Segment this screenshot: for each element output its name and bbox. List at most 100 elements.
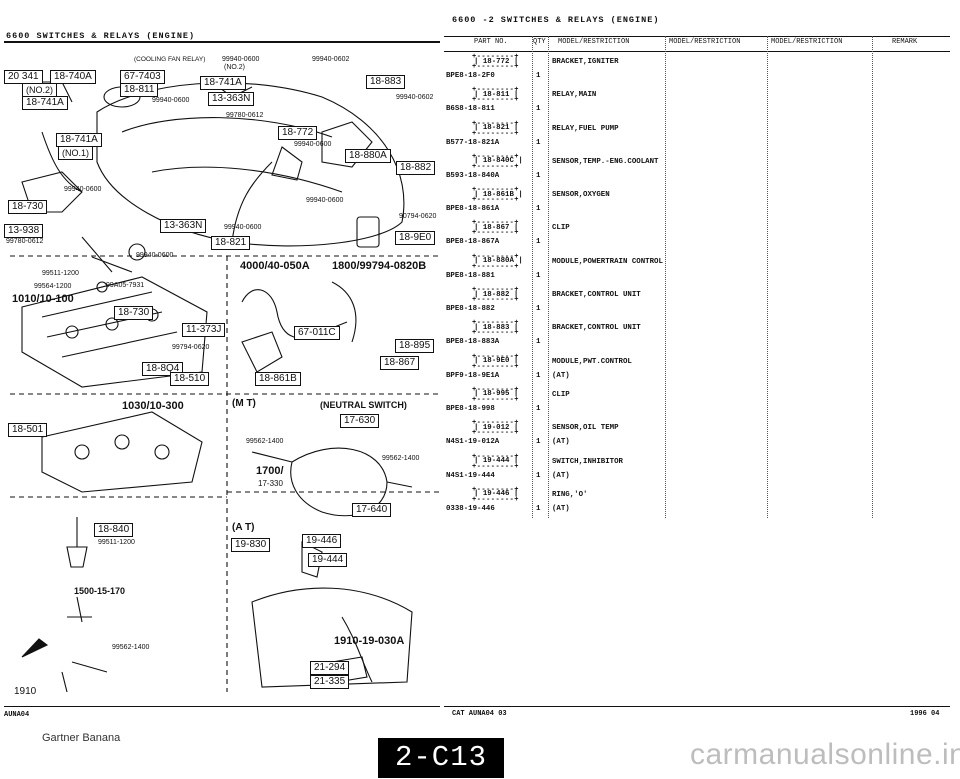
diagram-label: 99940-0600: [306, 197, 344, 204]
part-number-frame: +--------+: [472, 329, 520, 338]
code-box: 19-446: [302, 534, 342, 548]
code-box: 18-741A: [22, 96, 68, 110]
catalog-number: BPE8-18-2F0: [446, 72, 495, 80]
table-row: +--------+| 18-811 |+--------+B6S8-18-81…: [444, 85, 950, 118]
table-footer-left: CAT AUNA04 03: [452, 710, 507, 718]
catalog-number: N4S1-19-444: [446, 471, 495, 480]
part-number-frame: +--------+: [472, 419, 520, 428]
table-row: +--------+| 18-9E0 |+--------+BPF9-18-9E…: [444, 352, 950, 385]
catalog-number: BPE8-18-861A: [446, 205, 500, 214]
code-box: 18-9E0: [395, 231, 436, 245]
table-row: +--------+| 18-880A |+--------+BPE8-18-8…: [444, 252, 950, 285]
code-box: 18-861B: [255, 372, 301, 386]
diagram-label: (NO.2): [224, 64, 245, 71]
part-number: | 19-446 |: [474, 490, 519, 499]
code-box: 21-335: [310, 675, 350, 689]
code-box: 18-821: [211, 236, 251, 250]
part-number-frame: +--------+: [472, 129, 520, 138]
part-name: BRACKET,IGNITER: [552, 58, 619, 66]
diagram-label: 99562-1400: [382, 455, 420, 462]
diagram-label: 99562-1400: [246, 438, 284, 445]
table-row: +--------+| 18-772 |+--------+BPE8-18-2F…: [444, 52, 950, 85]
code-box: (NO.2): [22, 83, 57, 97]
part-number-frame: +--------+: [472, 429, 520, 438]
quantity: 1: [536, 305, 541, 314]
code-box: 18-840: [94, 523, 134, 537]
quantity: 1: [536, 504, 541, 513]
part-name: SENSOR,OXYGEN: [552, 191, 610, 200]
code-box: 18-880A: [345, 149, 391, 163]
col-divider: [665, 36, 666, 519]
code-box: 18-501: [8, 423, 48, 437]
part-number-frame: +--------+: [472, 86, 520, 95]
table-row: +--------+| 19-444 |+--------+N4S1-19-44…: [444, 452, 950, 485]
part-number-frame: +--------+: [472, 229, 520, 238]
code-box: 18-867: [380, 356, 420, 370]
catalog-number: BPF9-18-9E1A: [446, 371, 500, 380]
code-box: 18-772: [278, 126, 318, 140]
footer-rule-right: [444, 706, 950, 707]
restriction-note: (AT): [552, 504, 570, 513]
diagram-label: 99940-0600: [152, 97, 190, 104]
diagram-label: 99940-0602: [396, 94, 434, 101]
part-name: SENSOR,TEMP.-ENG.COOLANT: [552, 157, 659, 166]
part-number: | 19-012 |: [474, 423, 519, 432]
code-box: 18-895: [395, 339, 435, 353]
code-box: 18-811: [120, 83, 159, 97]
restriction-note: (AT): [552, 471, 570, 480]
part-number: | 19-444 |: [474, 457, 519, 466]
col-header: REMARK: [892, 38, 918, 46]
code-box: 18-740A: [50, 70, 96, 84]
diagram-label: 99940-0600: [222, 56, 260, 63]
diagram-label: 99511-1200: [42, 270, 79, 277]
code-box: 18-741A: [56, 133, 102, 147]
part-number-frame: +--------+: [472, 485, 520, 494]
part-number: | 18-882 |: [474, 290, 519, 299]
part-number-frame: +--------+: [472, 63, 520, 71]
table-row: +--------+| 18-882 |+--------+BPE8-18-88…: [444, 285, 950, 318]
part-number: | 18-861B |: [474, 190, 523, 199]
part-number-frame: +--------+: [472, 252, 520, 261]
catalog-number: BPE8-18-883A: [446, 338, 500, 347]
part-number-frame: +--------+: [472, 352, 520, 361]
part-number: | 18-995 |: [474, 390, 519, 399]
table-row: +--------+| 19-012 |+--------+N4S1-19-01…: [444, 418, 950, 451]
part-name: SENSOR,OIL TEMP: [552, 424, 619, 433]
part-number: | 18-772 |: [474, 57, 519, 66]
diagram-label: 99794-0620: [172, 344, 210, 351]
table-row: +--------+| 18-840C |+--------+B593-18-8…: [444, 152, 950, 185]
callout: 1010/10-100: [12, 293, 74, 305]
part-name: BRACKET,CONTROL UNIT: [552, 291, 641, 300]
part-number-frame: +--------+: [472, 296, 520, 305]
quantity: 1: [536, 338, 541, 347]
part-number: | 18-883 |: [474, 323, 519, 332]
part-number: | 18-821 |: [474, 124, 519, 133]
section-label-at: (A T): [232, 522, 255, 533]
code-box: (NO.1): [58, 146, 93, 160]
col-header: PART NO.: [474, 38, 508, 46]
part-number-frame: +--------+: [472, 219, 520, 228]
part-name: MODULE,PWT.CONTROL: [552, 357, 632, 366]
part-name: RELAY,FUEL PUMP: [552, 124, 619, 133]
catalog-number: B593-18-840A: [446, 171, 500, 180]
diagram-label: 99940-0600: [294, 141, 332, 148]
scan-watermark: Gartner Banana: [42, 732, 121, 744]
part-number-frame: +--------+: [472, 452, 520, 461]
part-number-frame: +--------+: [472, 96, 520, 105]
quantity: 1: [536, 404, 541, 413]
catalog-number: B577-18-821A: [446, 138, 500, 147]
part-number-frame: +--------+: [472, 262, 520, 271]
part-number: | 18-9E0 |: [474, 357, 519, 366]
catalog-number: BPE8-18-998: [446, 404, 495, 413]
catalog-number: BPE8-18-881: [446, 271, 495, 280]
quantity: 1: [536, 72, 541, 80]
part-name: BRACKET,CONTROL UNIT: [552, 324, 641, 333]
footer-rule-left: [4, 706, 440, 707]
header-rule: [4, 41, 440, 43]
code-box: 19-444: [308, 553, 348, 567]
table-body: +--------+| 18-772 |+--------+BPE8-18-2F…: [444, 52, 950, 518]
code-box: 20 341: [4, 70, 43, 84]
table-footer-right: 1996 04: [910, 710, 940, 718]
diagram-label: 99780-0612: [226, 112, 264, 119]
col-divider: [872, 36, 873, 519]
